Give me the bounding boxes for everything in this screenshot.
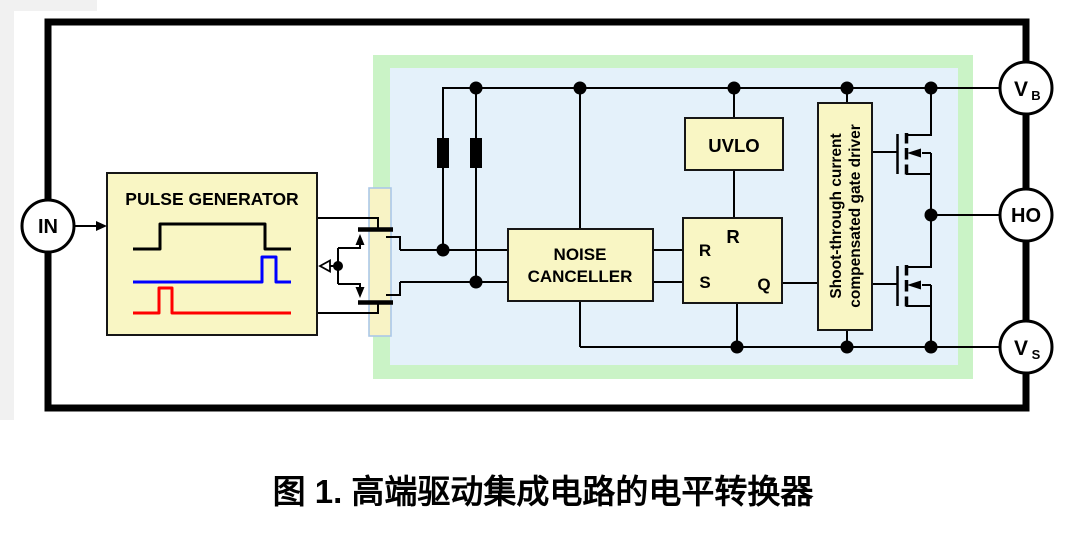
pulse-generator-label: PULSE GENERATOR [125, 189, 299, 209]
junction-dot [573, 81, 587, 95]
pg-bottom-output-wire [317, 303, 379, 314]
latch-r-input-label: R [699, 241, 711, 260]
junction-dot [469, 81, 483, 95]
junction-dot [840, 340, 854, 354]
lower-levelshift-body-arrow-icon [355, 287, 365, 298]
in-terminal-label: IN [38, 216, 58, 238]
page-edge-strip-top [0, 0, 97, 11]
falling-edge-pulse-waveform [133, 255, 291, 284]
vb-rail [442, 87, 1000, 250]
in-terminal [20, 198, 76, 254]
upper-mosfet-body-arrow-icon [907, 148, 921, 158]
junction-dot [840, 81, 854, 95]
noise-canceller-box [507, 228, 654, 302]
noise-canceller-label-line2: CANCELLER [528, 267, 633, 286]
gate-driver-label-line2: compensated gate driver [847, 124, 864, 307]
uvlo-label: UVLO [708, 135, 759, 156]
junction-dot [924, 208, 938, 222]
page-edge-strip-left [0, 0, 14, 420]
pullup-resistor-2 [470, 138, 482, 168]
junction-dot [727, 81, 741, 95]
gate-driver-box [817, 102, 873, 331]
isolation-strip [368, 187, 392, 337]
level-shift-fets [318, 227, 393, 305]
output-mosfets [896, 133, 921, 307]
input-waveform [133, 222, 291, 251]
junction-dot [469, 275, 483, 289]
body-return-open-arrow-icon [318, 258, 331, 274]
latch-q-output-label: Q [757, 275, 770, 294]
latch-s-input-label: S [699, 273, 710, 292]
pulse-generator-waveforms [133, 222, 291, 315]
figure-caption: 图 1. 高端驱动集成电路的电平转换器 [273, 473, 815, 510]
vb-terminal-subscript: B [1031, 88, 1040, 103]
noise-canceller-label-line1: NOISE [554, 245, 607, 264]
ho-terminal [998, 187, 1054, 243]
vs-terminal [998, 319, 1054, 375]
junction-dots [333, 81, 938, 354]
upper-body-branch [338, 244, 361, 249]
upper-fet-drain-stub [386, 236, 401, 250]
pg-top-output-wire [317, 217, 379, 229]
lower-body-branch [338, 283, 361, 288]
vs-terminal-subscript: S [1032, 347, 1041, 362]
lower-fet-drain-stub [386, 282, 401, 296]
vs-terminal-label: V [1014, 337, 1028, 360]
junction-dot [924, 340, 938, 354]
junction-dot [924, 81, 938, 95]
lower-mosfet-body-arrow-icon [907, 280, 921, 290]
latch-r-top-label: R [726, 226, 739, 247]
in-arrowhead-icon [96, 221, 107, 231]
vb-terminal-label: V [1014, 78, 1028, 101]
junction-dot [333, 261, 343, 271]
junction-dot [436, 243, 450, 257]
upper-levelshift-body-arrow-icon [355, 234, 365, 245]
junction-dot [730, 340, 744, 354]
lower-fet-drain-wire [906, 215, 932, 268]
rs-latch-box [682, 217, 783, 304]
ho-terminal-label: HO [1011, 205, 1041, 227]
pulse-generator-box [106, 172, 318, 336]
terminals: IN V B HO V S [20, 60, 1054, 375]
vb-terminal [998, 60, 1054, 116]
rising-edge-pulse-waveform [133, 286, 291, 315]
uvlo-box [684, 117, 784, 171]
upper-fet-drain-wire [906, 88, 932, 136]
gate-driver-label-line1: Shoot-through current [828, 133, 845, 298]
pullup-resistor-1 [437, 138, 449, 168]
